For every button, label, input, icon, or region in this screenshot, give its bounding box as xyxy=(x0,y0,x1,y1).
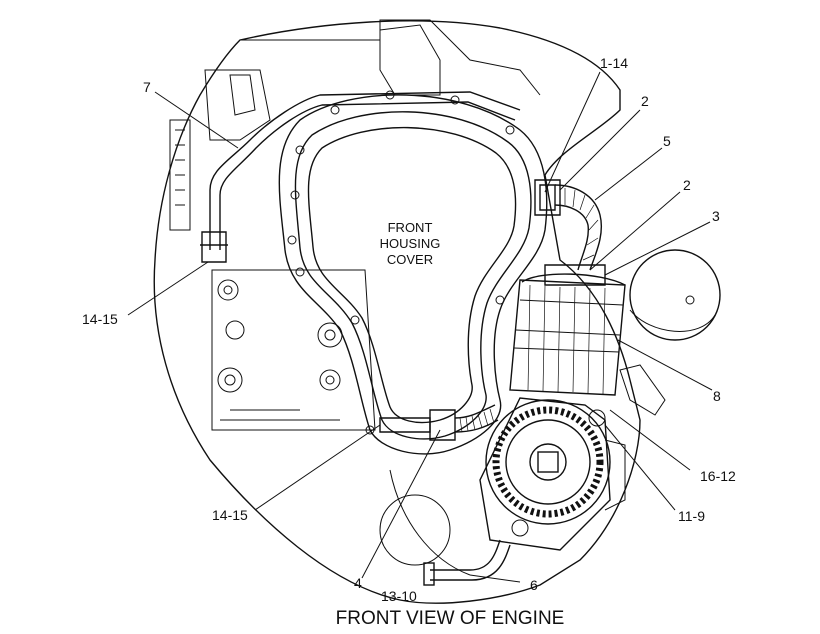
lower-port xyxy=(379,494,451,566)
upper-bracket xyxy=(379,24,441,96)
lower-housing xyxy=(389,469,471,576)
tube-assembly-7-outer xyxy=(219,101,516,250)
oil-filter xyxy=(629,249,721,341)
tube-assembly-6-outer xyxy=(430,544,511,581)
housing-inner-ring xyxy=(294,111,532,440)
housing-label-line2: HOUSING xyxy=(380,236,441,251)
callout-2-top: 2 xyxy=(641,93,649,109)
starter-band-3 xyxy=(513,347,620,353)
callout-16-12: 16-12 xyxy=(700,468,736,484)
hose-body xyxy=(454,404,499,433)
boss xyxy=(217,367,243,393)
ring-gear-teeth xyxy=(492,406,604,518)
tube-fitting-13-10 xyxy=(423,562,435,586)
boss xyxy=(324,329,336,341)
ring-gear-hub xyxy=(529,443,567,481)
ring-gear-inner xyxy=(505,419,591,505)
hose-5-hatch xyxy=(564,188,599,261)
figure-caption: FRONT VIEW OF ENGINE xyxy=(336,608,565,629)
housing-label-line1: FRONT xyxy=(388,220,433,235)
hose-hatch xyxy=(459,408,495,433)
callout-8: 8 xyxy=(713,388,721,404)
boss xyxy=(217,279,239,301)
callout-2-mid: 2 xyxy=(683,177,691,193)
callout-13-10: 13-10 xyxy=(381,588,417,604)
left-block-detail xyxy=(204,69,271,141)
leader-lines xyxy=(127,71,713,583)
callout-14-15-left: 14-15 xyxy=(82,311,118,327)
callout-3: 3 xyxy=(712,208,720,224)
housing-label-line3: COVER xyxy=(387,252,433,267)
housing-opening xyxy=(307,126,517,424)
starter-band-1 xyxy=(519,299,624,306)
ring-gear-hub-square xyxy=(537,451,559,473)
boss xyxy=(325,375,335,385)
starter-motor-8 xyxy=(509,279,626,396)
callout-7: 7 xyxy=(143,79,151,95)
left-block-plate xyxy=(211,269,376,431)
hose-fitting xyxy=(429,409,456,441)
callout-14-15-bottom: 14-15 xyxy=(212,507,248,523)
callout-4: 4 xyxy=(354,575,362,591)
starter-band-2 xyxy=(515,329,621,336)
mount-bolt xyxy=(588,409,606,427)
callout-6: 6 xyxy=(530,577,538,593)
left-valve-cover xyxy=(169,119,191,231)
boss xyxy=(319,369,341,391)
housing-bolts xyxy=(287,90,515,435)
gear-mount-plate xyxy=(479,397,611,551)
sensor-connector xyxy=(619,364,666,416)
boss xyxy=(224,374,236,386)
tube-assembly-7 xyxy=(209,91,521,250)
tube-assembly-6 xyxy=(430,539,501,571)
mount-bolt xyxy=(511,519,529,537)
bracket-11-9 xyxy=(604,439,626,511)
callout-5: 5 xyxy=(663,133,671,149)
starter-hatch xyxy=(527,284,606,395)
hose-assembly-5 xyxy=(554,184,602,271)
starter-cap xyxy=(521,273,626,286)
oil-filter-plug xyxy=(685,295,695,305)
hose-assembly-5-outer xyxy=(554,204,590,271)
oil-filter-base xyxy=(629,309,716,332)
housing-outer-ring xyxy=(278,94,548,455)
fitting-2-lower xyxy=(544,264,606,286)
tube-fitting-left xyxy=(200,231,228,263)
callout-11-9: 11-9 xyxy=(678,508,705,524)
engine-outline xyxy=(153,20,641,604)
fitting-2-upper xyxy=(534,179,561,216)
boss xyxy=(223,285,233,295)
boss xyxy=(225,320,245,340)
callout-1-14: 1-14 xyxy=(600,55,628,71)
ring-gear-outer xyxy=(485,399,611,525)
